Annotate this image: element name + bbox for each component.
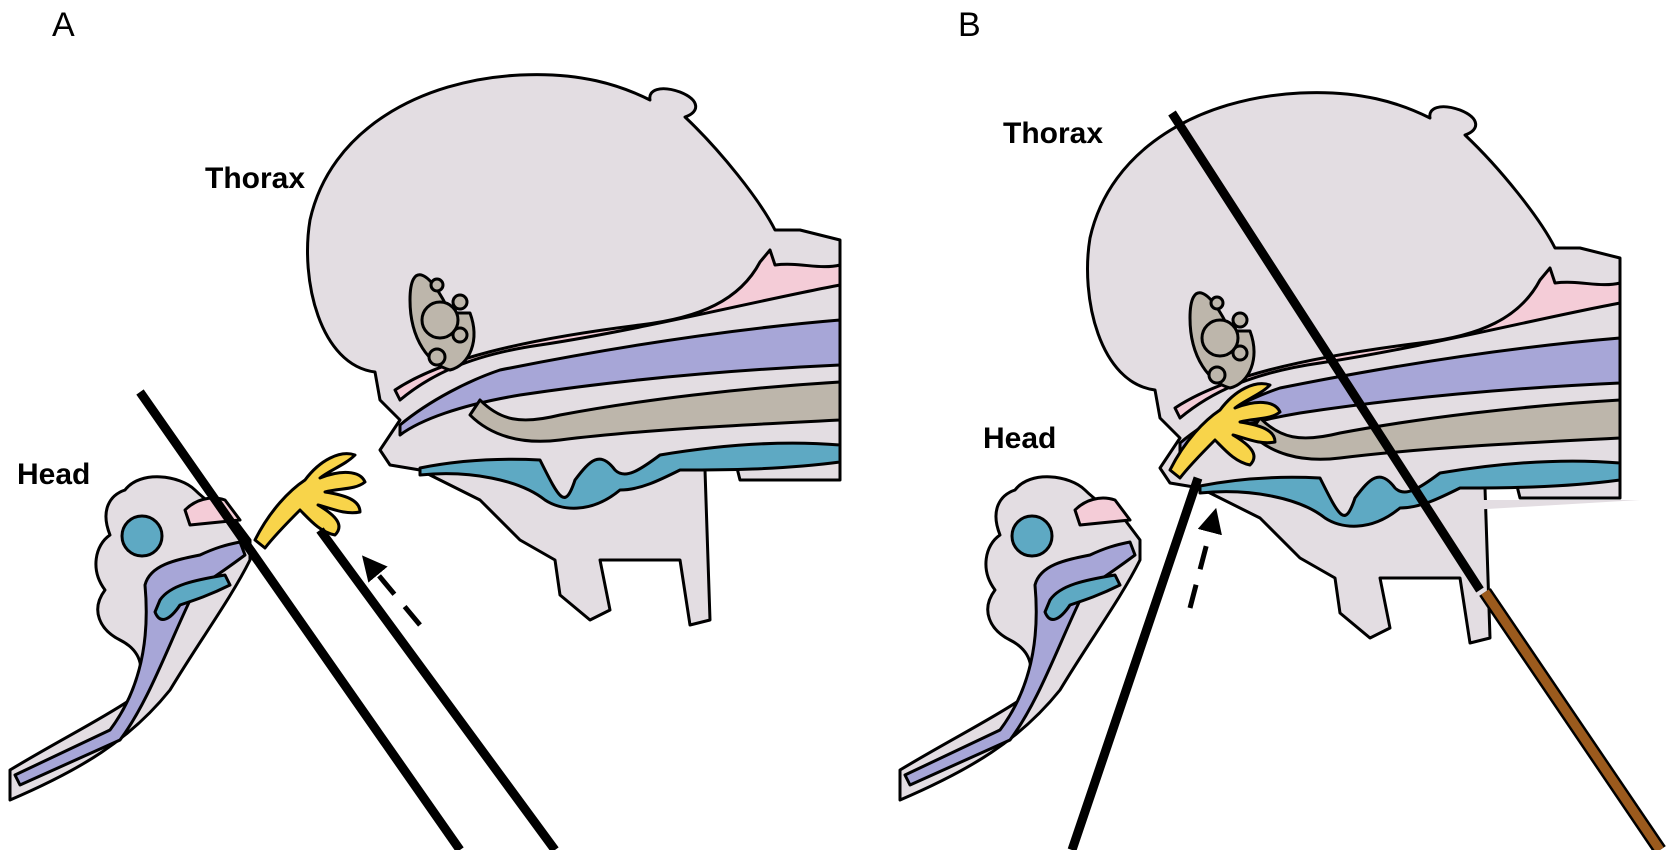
blade-right-b [1168, 110, 1484, 593]
dashed-arrow-a [361, 555, 422, 627]
dissection-pin-fill [1481, 589, 1664, 850]
thorax-illustration-b [1086, 91, 1640, 645]
head-label-b: Head [983, 422, 1056, 455]
gland-cluster-a [253, 452, 367, 550]
panel-b: B Thorax Head [898, 6, 1666, 850]
panel-letter-b: B [958, 6, 981, 44]
head-label-a: Head [17, 458, 90, 491]
thorax-illustration-a [306, 73, 842, 627]
blade-left-b [1067, 476, 1203, 850]
thorax-label-b: Thorax [1003, 117, 1103, 150]
head-illustration-a [8, 475, 252, 802]
panel-letter-a: A [52, 6, 75, 44]
panel-a: A Thorax Head [8, 6, 842, 850]
blade-left-a [136, 389, 464, 850]
thorax-label-a: Thorax [205, 162, 305, 195]
dashed-arrow-b [1187, 507, 1222, 609]
blade-right-a [316, 527, 559, 850]
